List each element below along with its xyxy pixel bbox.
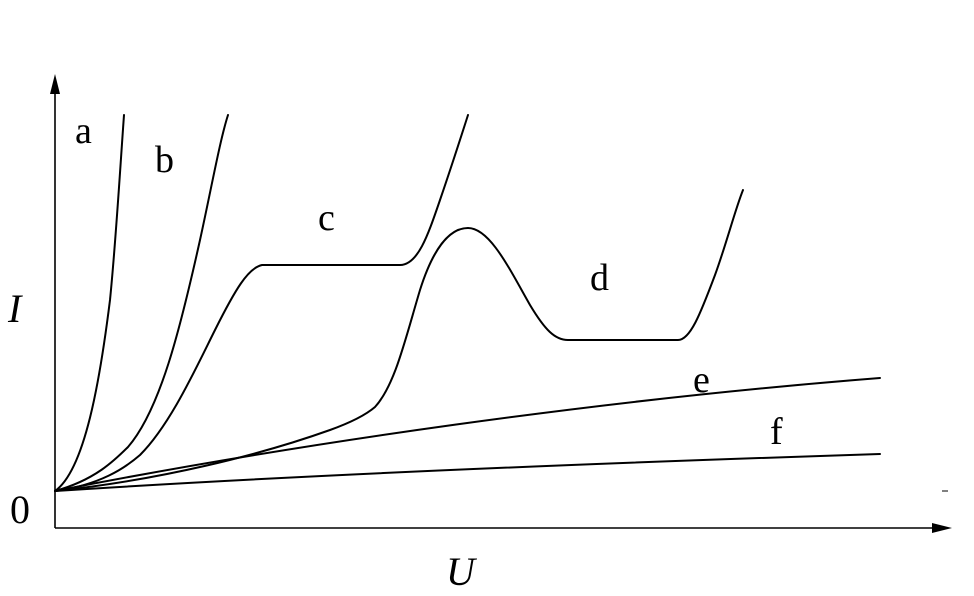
y-axis-label: I: [7, 286, 23, 331]
y-axis: [50, 74, 60, 528]
curve-a: [54, 114, 125, 492]
curve-e: [54, 377, 881, 492]
curve-b-label: b: [155, 139, 174, 181]
curve-f-label: f: [770, 411, 783, 453]
y-axis-arrowhead: [50, 74, 60, 94]
curve-c: [54, 114, 469, 492]
curve-f: [54, 453, 881, 492]
curve-c-label: c: [318, 197, 335, 239]
curve-d: [54, 189, 744, 492]
curve-e-label: e: [693, 359, 710, 401]
curve-d-label: d: [590, 257, 609, 299]
curve-b: [54, 114, 229, 492]
origin-label: 0: [10, 487, 30, 532]
x-axis-label: U: [446, 549, 478, 591]
curve-a-label: a: [75, 110, 92, 152]
x-axis: [55, 523, 952, 533]
x-axis-arrowhead: [932, 523, 952, 533]
